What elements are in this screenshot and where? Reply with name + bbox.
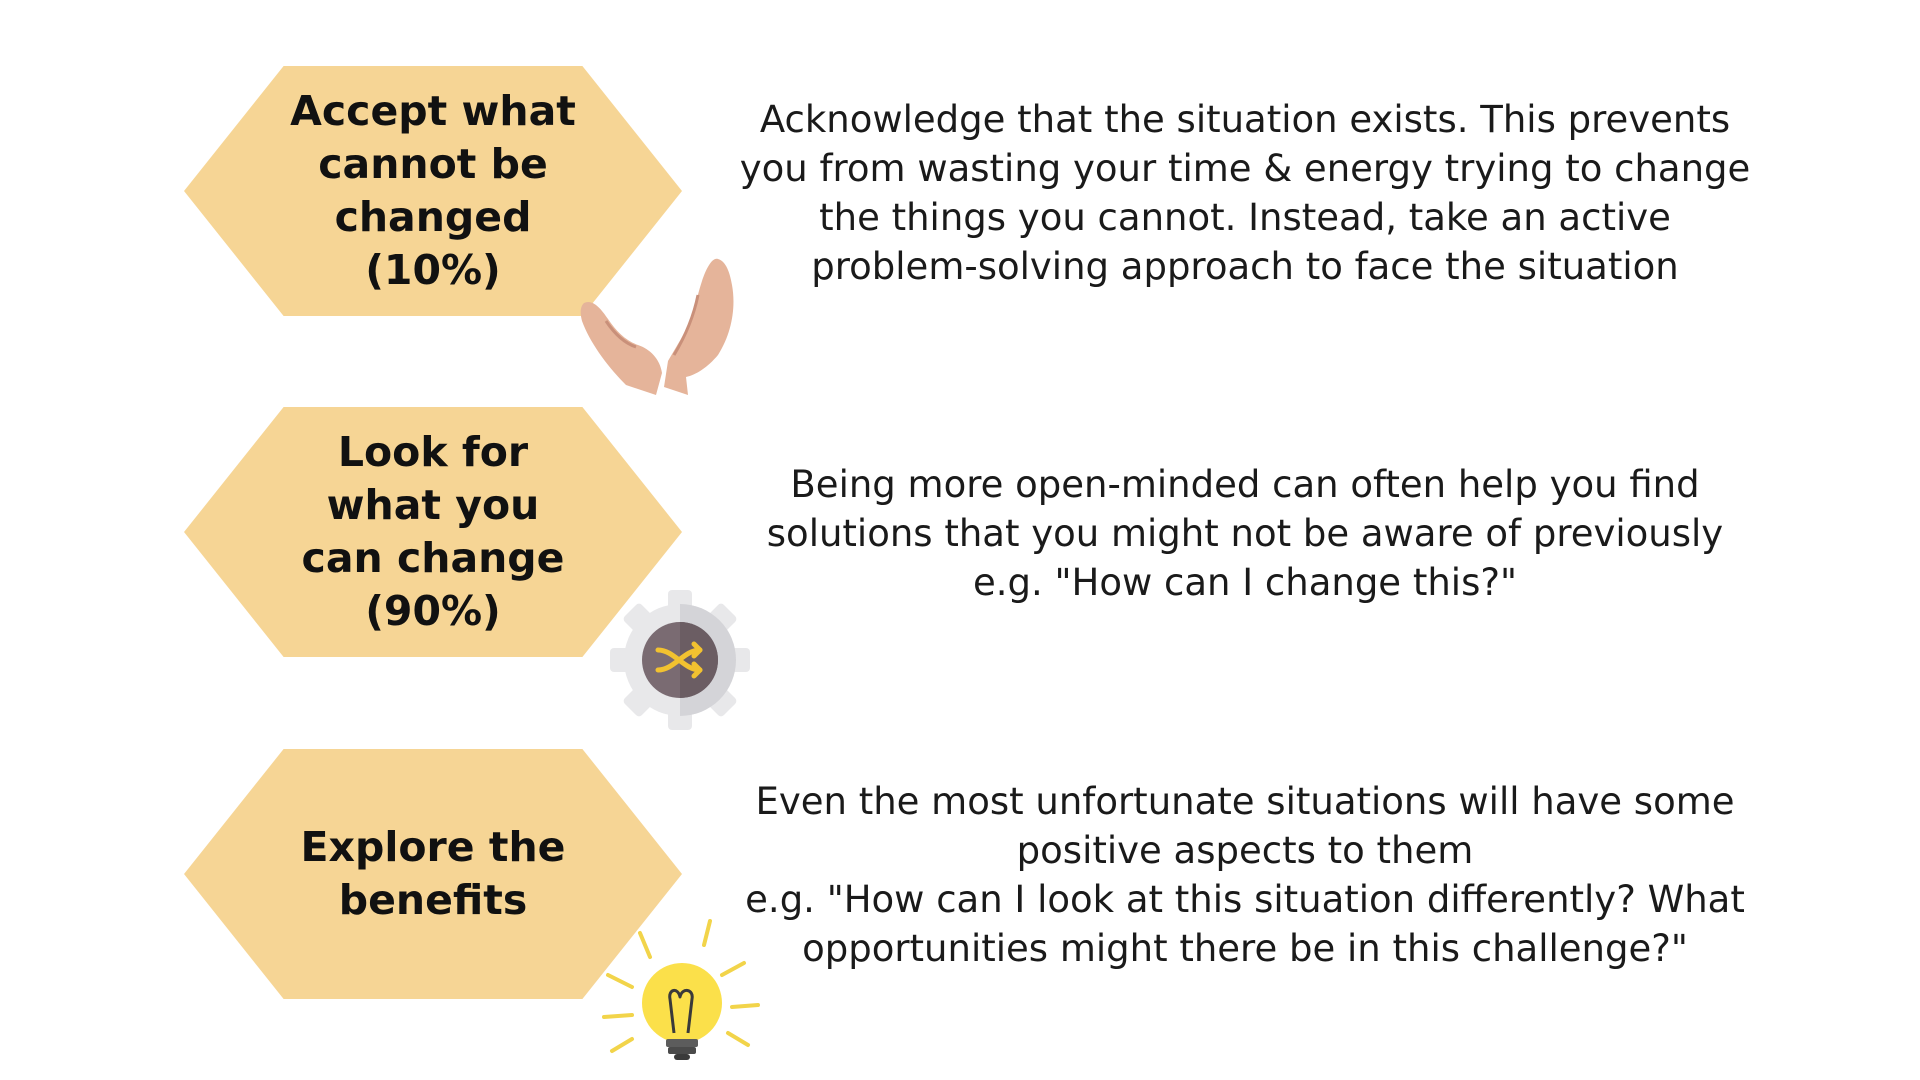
step-1-label: Accept what cannot be changed (10%) [290, 87, 576, 294]
step-3-description: Even the most unfortunate situations wil… [745, 780, 1745, 970]
gear-shuffle-icon [610, 590, 750, 730]
step-2-description: Being more open-minded can often help yo… [766, 463, 1724, 604]
step-3-hexagon: Explore the benefits [184, 749, 682, 999]
open-hands-icon [580, 258, 734, 395]
step-2-label: Look for what you can change (90%) [301, 428, 565, 635]
step-1-hexagon: Accept what cannot be changed (10%) [184, 66, 682, 316]
step-2-hexagon: Look for what you can change (90%) [184, 407, 682, 657]
step-1-description: Acknowledge that the situation exists. T… [739, 98, 1751, 288]
step-3-label: Explore the benefits [300, 823, 566, 924]
lightbulb-icon [602, 919, 760, 1060]
